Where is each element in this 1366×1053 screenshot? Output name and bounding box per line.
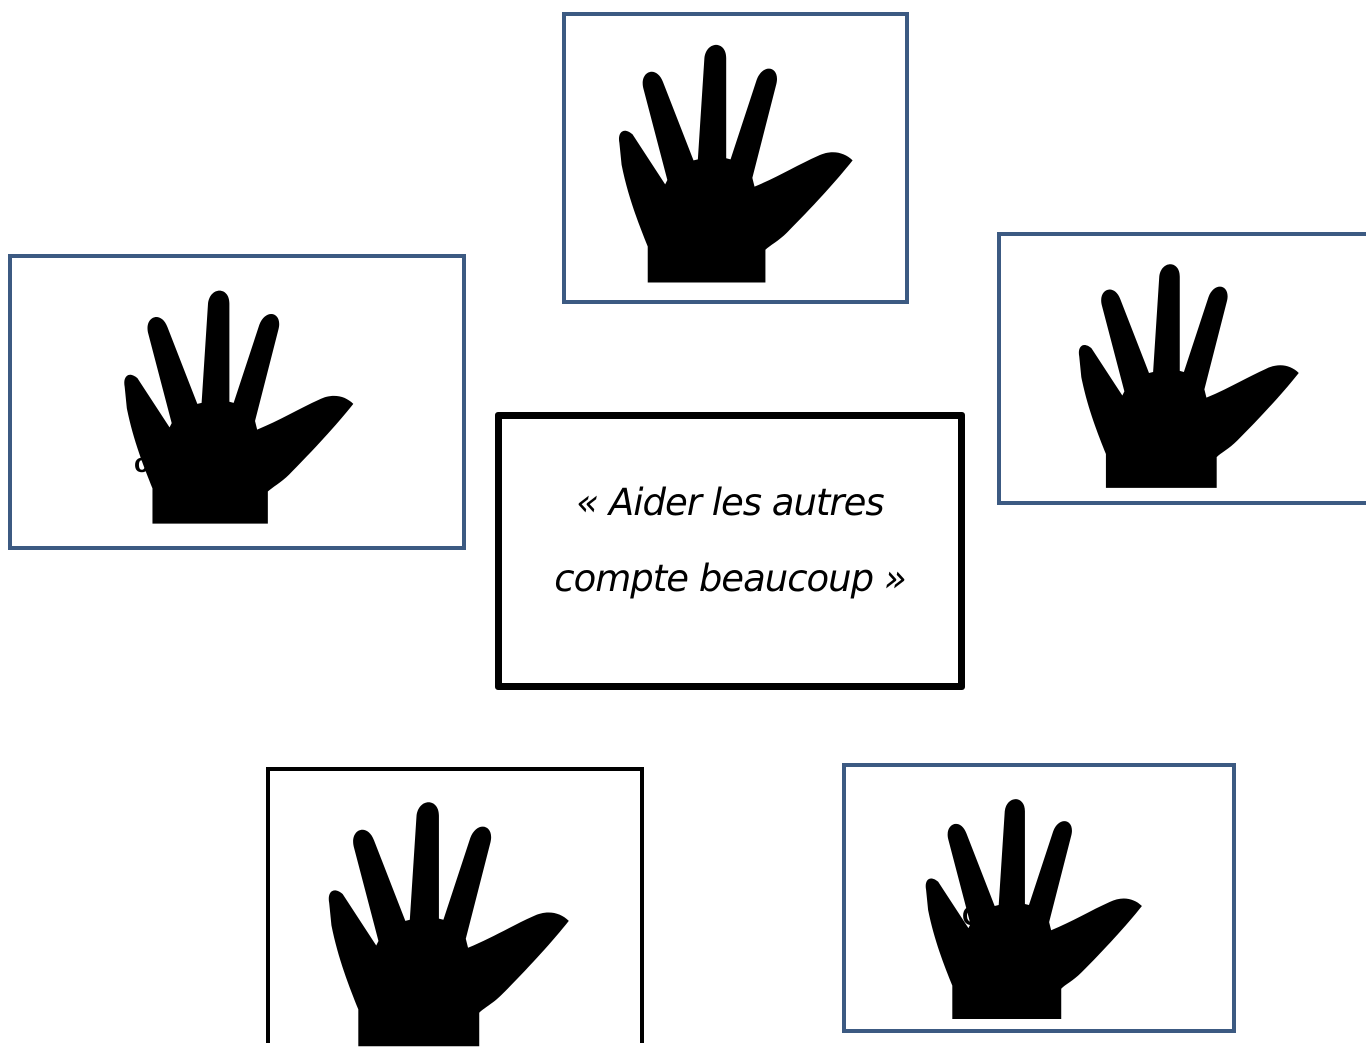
hand-card-communaute: Communauté <box>266 767 644 1047</box>
hand-icon <box>124 290 354 524</box>
hand-label-amis: Amis/ camarades <box>134 414 276 478</box>
hand-card-amis: Amis/ camarades <box>8 254 466 550</box>
hand-label-clubs: Clubs/ groupes <box>950 901 1057 965</box>
quote-line-2: compte beaucoup » <box>554 557 906 600</box>
hand-card-famille: Famille <box>997 232 1366 505</box>
hand-icon <box>328 802 569 1047</box>
hand-label-communaute: Communauté <box>346 948 519 978</box>
quote-line-1: « Aider les autres <box>576 481 884 524</box>
hand-icon <box>618 44 853 283</box>
hand-label-famille: Famille <box>1111 412 1205 442</box>
hand-card-ecole: École <box>562 12 909 304</box>
hand-card-clubs: Clubs/ groupes <box>842 763 1236 1033</box>
hand-icon <box>1078 264 1299 488</box>
hand-label-ecole: École <box>674 204 747 234</box>
center-quote-box: « Aider les autres compte beaucoup » <box>495 412 965 690</box>
